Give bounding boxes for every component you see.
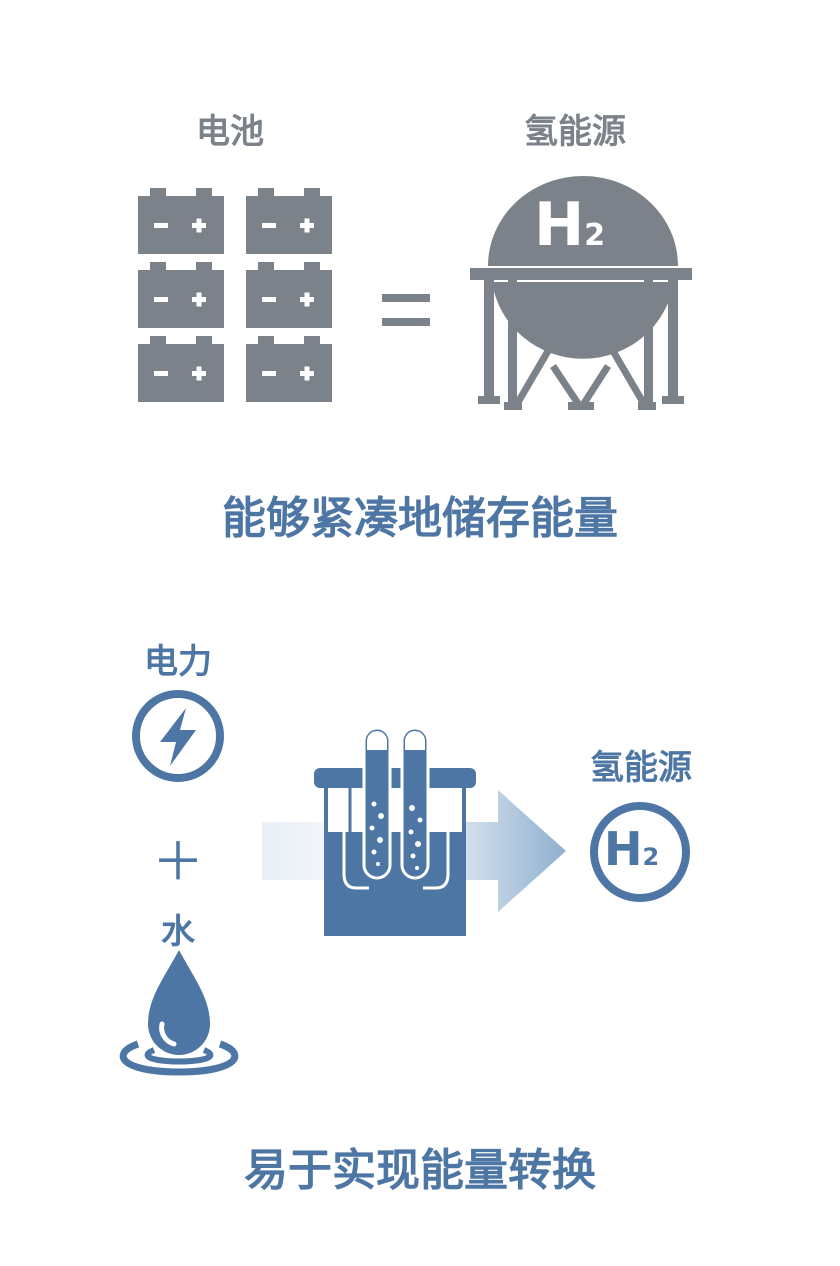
electrolyzer-icon <box>314 726 476 936</box>
battery-group-icon <box>138 188 332 402</box>
hydrogen-tank-icon <box>470 176 692 410</box>
water-label: 水 <box>161 912 195 952</box>
top-caption: 能够紧凑地储存能量 <box>222 493 618 544</box>
h2-h-text: H <box>604 822 643 876</box>
tank-h-text: H <box>534 190 585 260</box>
water-drop-icon <box>119 950 239 1076</box>
equals-icon <box>382 294 430 326</box>
tank-h2-label: H2 <box>534 190 624 260</box>
hydrogen-label-top: 氢能源 <box>524 112 626 152</box>
h2-circle-label: H2 <box>604 822 684 876</box>
battery-icon <box>246 188 332 254</box>
electricity-label: 电力 <box>144 642 212 682</box>
battery-icon <box>246 336 332 402</box>
hydrogen-label-bottom: 氢能源 <box>590 748 692 788</box>
battery-icon <box>138 336 224 402</box>
h2-subscript-text: 2 <box>642 843 660 871</box>
battery-icon <box>246 262 332 328</box>
plus-symbol: ＋ <box>151 833 204 893</box>
battery-label: 电池 <box>196 112 264 152</box>
bottom-caption: 易于实现能量转换 <box>244 1145 596 1196</box>
tank-subscript-text: 2 <box>584 218 606 253</box>
h2-circle-icon <box>590 802 690 902</box>
battery-icon <box>138 262 224 328</box>
lightning-icon <box>132 690 224 782</box>
battery-icon <box>138 188 224 254</box>
